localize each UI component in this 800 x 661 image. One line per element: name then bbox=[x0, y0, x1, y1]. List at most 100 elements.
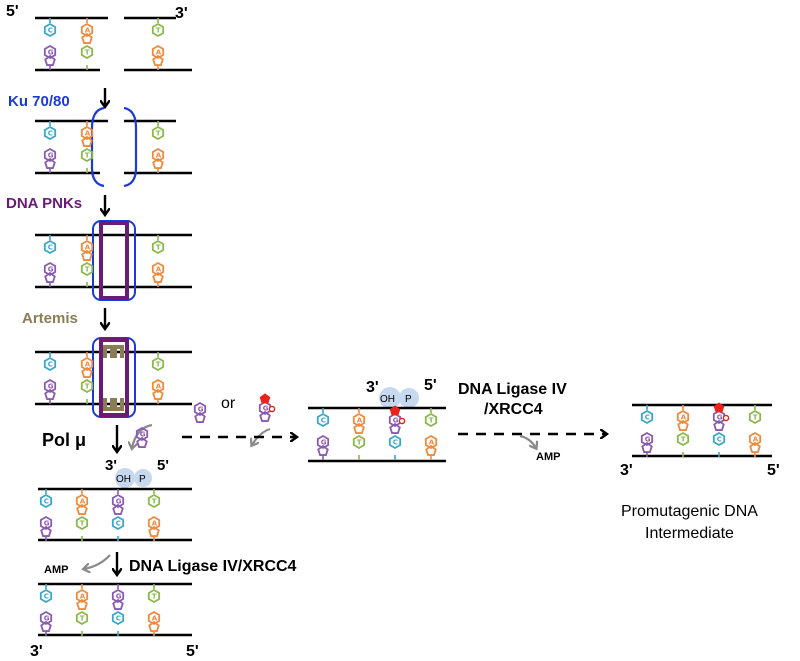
or-label: or bbox=[221, 395, 236, 412]
svg-text:A: A bbox=[429, 439, 435, 447]
promutagenic-label-line2: Intermediate bbox=[645, 525, 734, 542]
incoming-oxidized-dgtp: G bbox=[258, 393, 276, 422]
svg-text:T: T bbox=[152, 593, 157, 601]
svg-text:G: G bbox=[48, 383, 54, 391]
ku-bracket-left bbox=[90, 106, 105, 188]
base-c-icon: C bbox=[388, 434, 402, 450]
pnk-complex-box bbox=[99, 221, 129, 300]
amp-label-left: AMP bbox=[44, 564, 68, 576]
incoming-dgtp: G bbox=[135, 426, 149, 448]
base-c-icon: C bbox=[43, 356, 57, 372]
svg-text:C: C bbox=[116, 615, 121, 623]
three-prime-label: 3' bbox=[105, 457, 117, 474]
phosphate-group-bubble bbox=[134, 469, 152, 487]
svg-text:A: A bbox=[80, 593, 86, 601]
artemis-label: Artemis bbox=[22, 310, 78, 327]
base-a-icon: A bbox=[80, 239, 94, 261]
svg-text:C: C bbox=[44, 498, 49, 506]
ku-70-80-label: Ku 70/80 bbox=[8, 93, 70, 110]
nucleotide-incorporation-arrow bbox=[132, 423, 153, 448]
base-t-icon: T bbox=[80, 378, 94, 394]
base-c-icon: C bbox=[39, 588, 53, 604]
hydroxyl-label: OH bbox=[380, 394, 395, 405]
five-prime-label: 5' bbox=[424, 377, 437, 394]
pnk-complex-box bbox=[99, 338, 129, 417]
base-c-icon: C bbox=[43, 239, 57, 255]
base-g-icon: G bbox=[316, 434, 330, 456]
svg-text:T: T bbox=[156, 130, 161, 138]
base-t-icon: T bbox=[676, 431, 690, 447]
nucleotide-g-icon: G bbox=[193, 401, 207, 423]
base-a-icon: A bbox=[748, 431, 762, 453]
hydroxyl-group-bubble bbox=[115, 468, 135, 488]
oxidized-incorporation-arrow bbox=[252, 427, 271, 445]
pol-mu-label: Pol μ bbox=[42, 430, 86, 450]
svg-text:A: A bbox=[80, 498, 86, 506]
base-g-icon: G bbox=[640, 431, 654, 453]
base-t-icon: T bbox=[80, 147, 94, 163]
base-g-icon: G bbox=[111, 588, 125, 610]
svg-text:A: A bbox=[753, 436, 759, 444]
base-c-icon: C bbox=[712, 431, 726, 447]
svg-text:A: A bbox=[681, 414, 687, 422]
promutagenic-label-line1: Promutagenic DNA bbox=[621, 503, 758, 520]
hydroxyl-label: OH bbox=[116, 474, 131, 485]
svg-text:C: C bbox=[48, 244, 53, 252]
five-prime-label: 5' bbox=[6, 3, 19, 20]
svg-text:G: G bbox=[44, 615, 50, 623]
base-a-icon: A bbox=[75, 493, 89, 515]
svg-text:G: G bbox=[116, 593, 122, 601]
svg-text:G: G bbox=[48, 152, 54, 160]
svg-text:C: C bbox=[393, 439, 398, 447]
svg-text:G: G bbox=[116, 498, 122, 506]
svg-text:T: T bbox=[429, 417, 434, 425]
svg-text:A: A bbox=[85, 130, 91, 138]
svg-text:T: T bbox=[85, 152, 90, 160]
nucleotide-g-icon: G bbox=[258, 393, 276, 422]
three-prime-label: 3' bbox=[366, 379, 379, 396]
svg-text:G: G bbox=[393, 417, 399, 425]
base-c-icon: C bbox=[111, 610, 125, 626]
base-t-icon: T bbox=[151, 239, 165, 255]
base-t-icon: T bbox=[80, 261, 94, 277]
base-a-icon: A bbox=[75, 588, 89, 610]
svg-text:A: A bbox=[85, 244, 91, 252]
base-g-icon: G bbox=[388, 405, 406, 434]
svg-text:T: T bbox=[152, 498, 157, 506]
three-prime-label: 3' bbox=[175, 5, 188, 22]
svg-text:A: A bbox=[156, 152, 162, 160]
base-a-icon: A bbox=[151, 44, 165, 66]
svg-text:G: G bbox=[263, 405, 269, 413]
base-t-icon: T bbox=[147, 493, 161, 509]
base-a-icon: A bbox=[676, 409, 690, 431]
three-prime-label: 3' bbox=[30, 643, 43, 660]
three-prime-label: 3' bbox=[620, 462, 633, 479]
base-a-icon: A bbox=[151, 147, 165, 169]
svg-text:A: A bbox=[152, 520, 158, 528]
svg-text:G: G bbox=[645, 436, 651, 444]
base-t-icon: T bbox=[75, 515, 89, 531]
base-c-icon: C bbox=[640, 409, 654, 425]
svg-text:C: C bbox=[48, 361, 53, 369]
nucleotide-g-icon: G bbox=[135, 426, 149, 448]
base-a-icon: A bbox=[352, 412, 366, 434]
base-t-icon: T bbox=[352, 434, 366, 450]
amp-release-arrow-right bbox=[519, 434, 536, 448]
base-c-icon: C bbox=[316, 412, 330, 428]
base-t-icon: T bbox=[80, 44, 94, 60]
incoming-dgtp-option: G bbox=[193, 401, 207, 423]
base-g-icon: G bbox=[43, 147, 57, 169]
dna-pnks-label: DNA PNKs bbox=[6, 195, 82, 212]
svg-text:T: T bbox=[85, 49, 90, 57]
ku-bracket-right bbox=[123, 106, 138, 188]
svg-text:A: A bbox=[156, 266, 162, 274]
svg-text:T: T bbox=[681, 436, 686, 444]
five-prime-label: 5' bbox=[186, 643, 199, 660]
svg-text:A: A bbox=[156, 383, 162, 391]
svg-text:G: G bbox=[198, 406, 204, 414]
base-a-icon: A bbox=[80, 125, 94, 147]
